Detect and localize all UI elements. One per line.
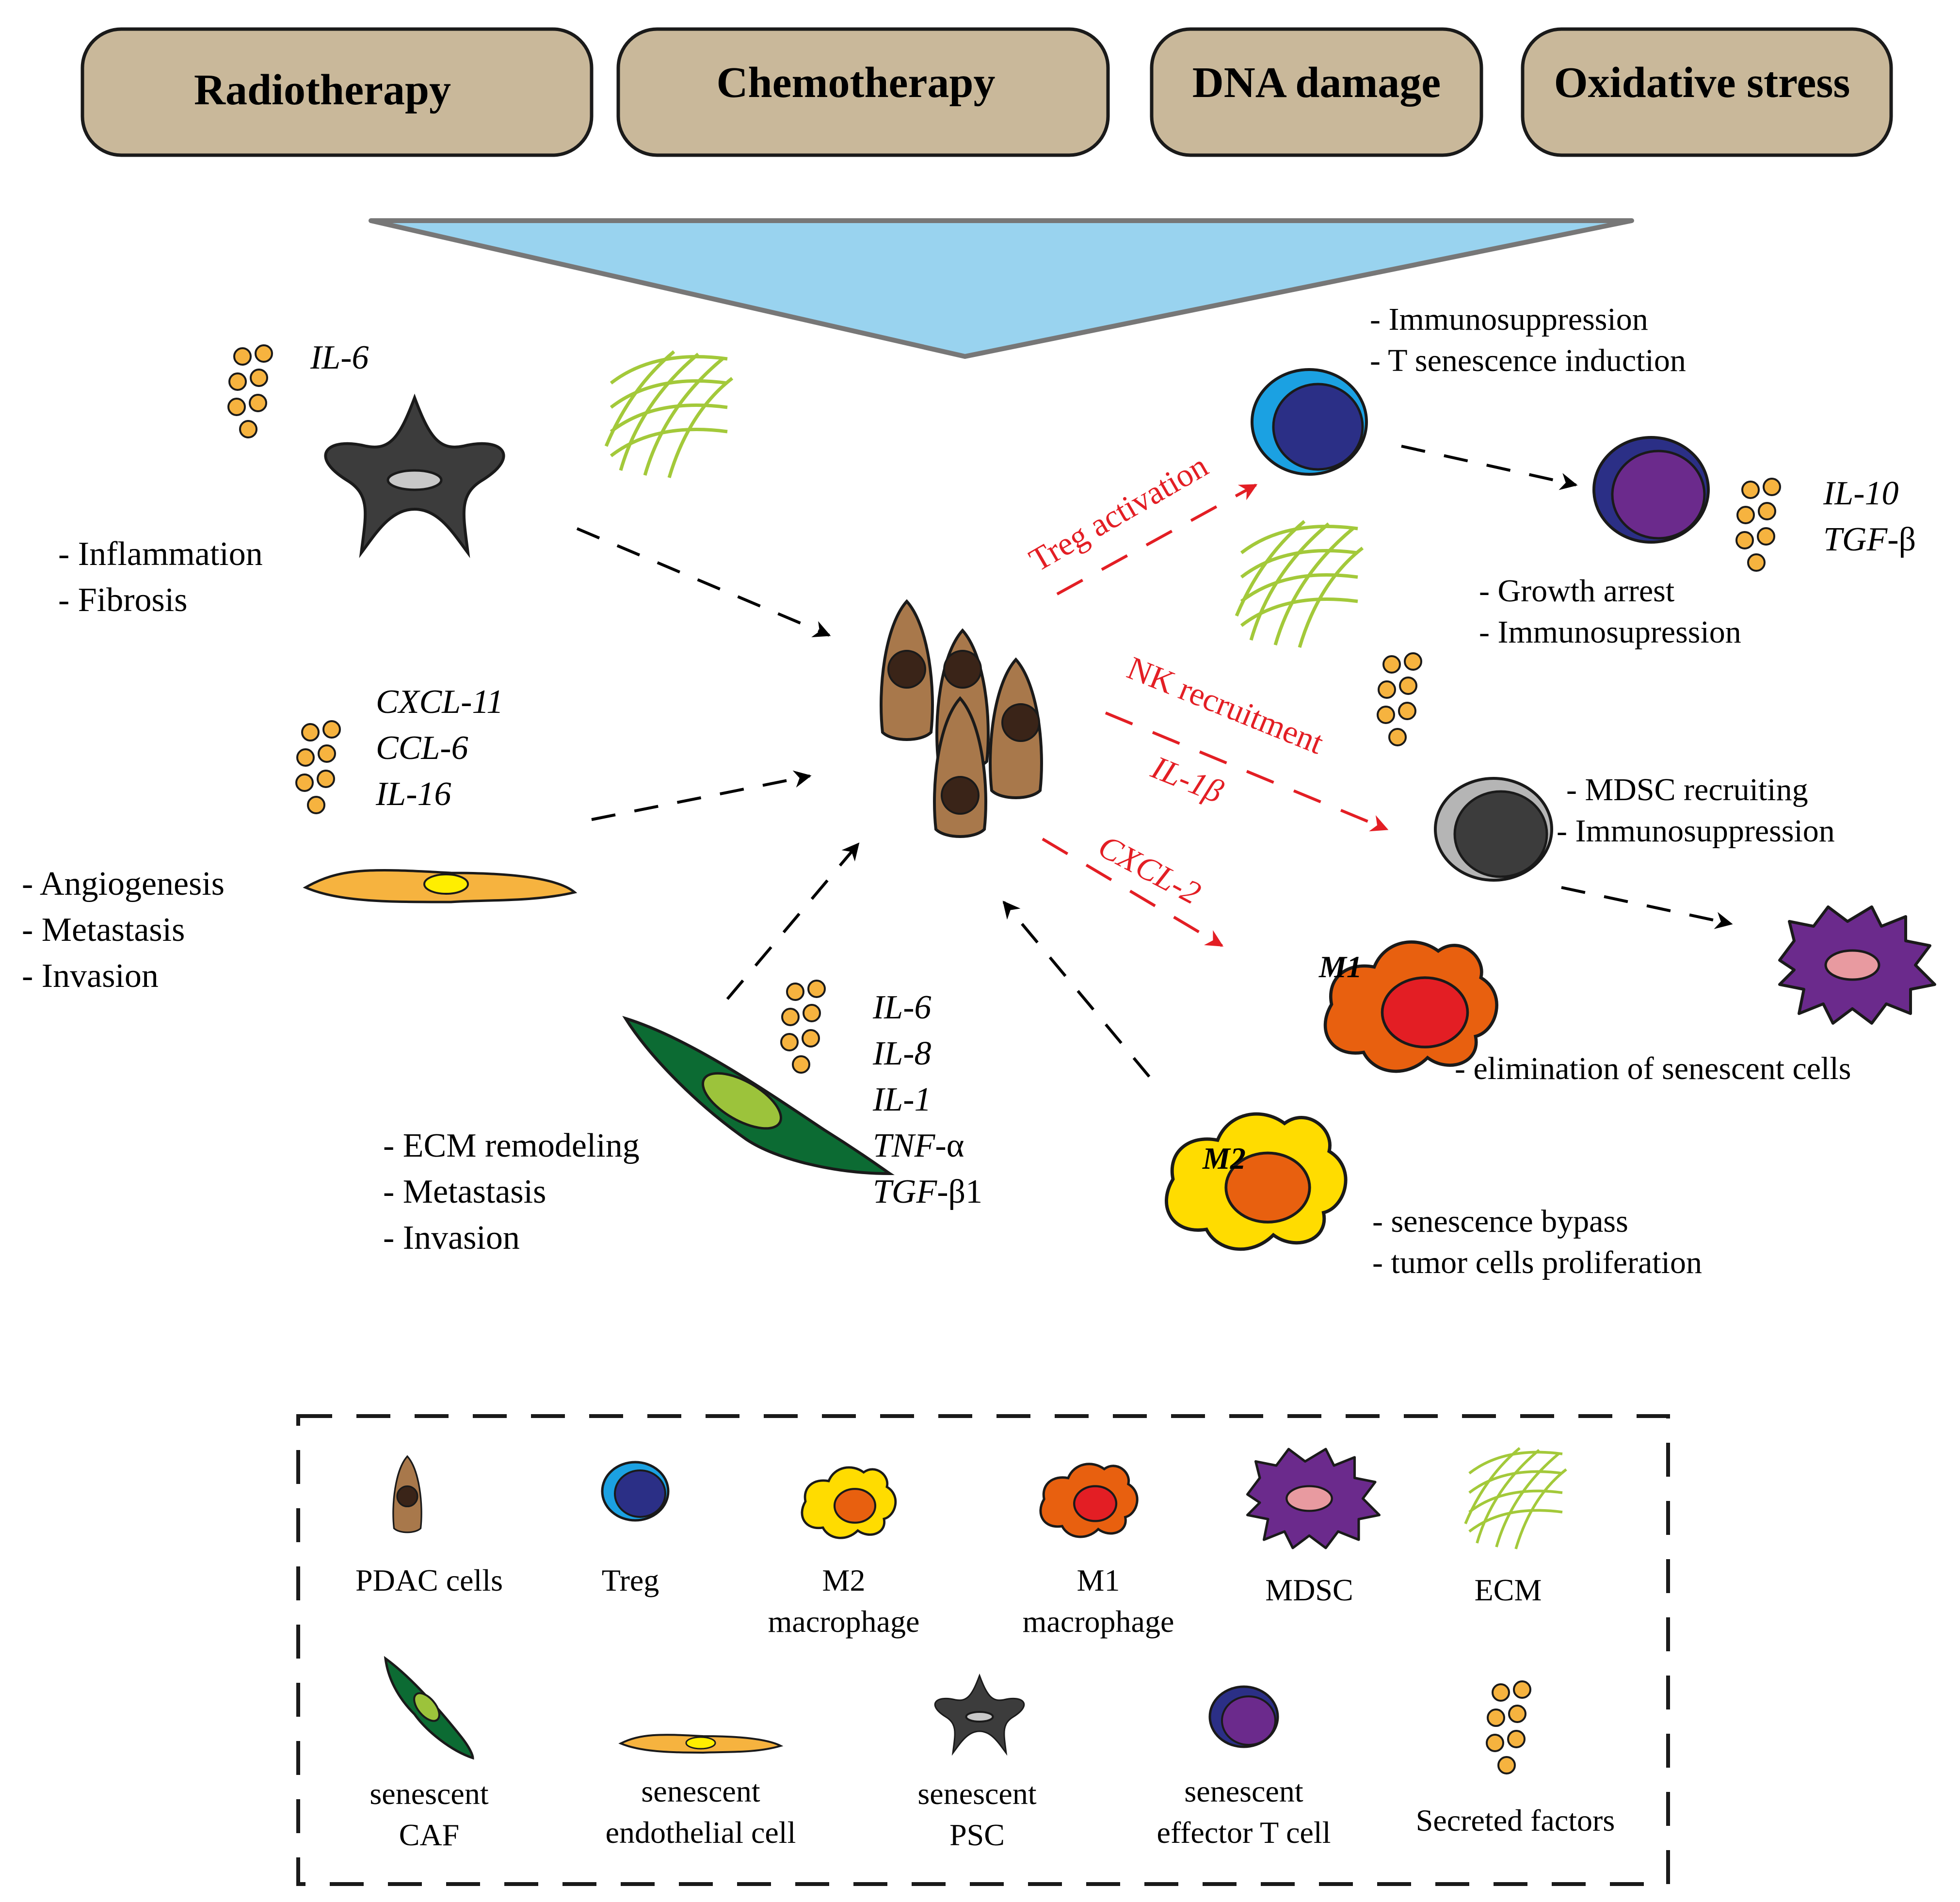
legend-treg-label: Treg (602, 1563, 659, 1597)
legend-box: PDAC cells Treg M2 macrophage M1 macroph… (296, 1414, 1670, 1886)
arrows-into-pdac (576, 527, 1151, 1078)
nk-secreted-factors-icon (1377, 652, 1422, 746)
ecm-fiber-icon-right (1237, 521, 1363, 647)
caf-factor-4: TNF-α (873, 1127, 964, 1164)
arrow-pdac-to-treg (1056, 484, 1258, 596)
stimulus-oxidative-stress-label: Oxidative stress (1554, 59, 1850, 107)
endothelial-effect-2: - Metastasis (22, 911, 185, 949)
endothelial-cell-icon (303, 869, 578, 903)
psc-factor-label: IL-6 (310, 339, 369, 376)
legend-psc-label-1: senescent (917, 1776, 1036, 1811)
endothelial-effect-3: - Invasion (22, 957, 159, 995)
effector-t-secreted-factors-icon (1735, 478, 1781, 572)
nk-recruitment-label: NK recruitment (1122, 649, 1329, 761)
caf-factor-5: TGF-β1 (873, 1173, 982, 1210)
legend-mdsc-icon (1248, 1449, 1380, 1548)
nk-effect-1: - MDSC recruiting (1566, 772, 1808, 807)
legend-ecm-icon (1465, 1448, 1566, 1549)
m2-label: M2 (1202, 1141, 1246, 1176)
m2-effect-2: - tumor cells proliferation (1372, 1245, 1702, 1280)
legend-mdsc-label: MDSC (1265, 1573, 1353, 1607)
legend-m2-icon (802, 1467, 896, 1538)
psc-star-cell-icon (325, 398, 503, 553)
endothelial-factor-2: CCL-6 (376, 729, 468, 767)
effector-t-effect-1: - Growth arrest (1479, 573, 1674, 609)
legend-secreted-factors-label: Secreted factors (1416, 1803, 1615, 1838)
pdac-cell-cluster-icon (881, 601, 1042, 837)
treg-effect-1: - Immunosuppression (1370, 302, 1648, 337)
stimulus-dna-damage-label: DNA damage (1192, 59, 1441, 107)
endothelial-factor-3: IL-16 (375, 775, 451, 813)
legend-treg-icon (601, 1461, 670, 1522)
arrow-treg-to-effector-t (1401, 445, 1578, 490)
endothelial-effect-1: - Angiogenesis (22, 865, 225, 903)
legend-m1-label-2: macrophage (1023, 1604, 1174, 1639)
legend-caf-label-1: senescent (370, 1776, 488, 1811)
legend-endothelial-icon (618, 1734, 784, 1754)
legend-caf-label-2: CAF (399, 1818, 460, 1852)
legend-endothelial-label-1: senescent (641, 1774, 760, 1808)
legend-effector-t-icon (1208, 1685, 1279, 1748)
arrow-endothelial-to-pdac (591, 770, 812, 821)
legend-effector-t-label-1: senescent (1184, 1774, 1303, 1808)
funnel-triangle (369, 218, 1634, 359)
nk-cell-icon (1434, 777, 1553, 882)
arrow-psc-to-pdac (576, 527, 831, 637)
legend-psc-icon (934, 1675, 1025, 1754)
arrow-caf-to-pdac (726, 842, 860, 1000)
ecm-fiber-icon-left (606, 352, 732, 478)
caf-secreted-factors-icon (780, 980, 826, 1074)
arrow-pdac-to-m1 (1042, 838, 1224, 947)
legend-pdac-icon (392, 1455, 422, 1533)
legend-psc-label-2: PSC (949, 1818, 1005, 1852)
stimulus-radiotherapy-label: Radiotherapy (194, 66, 451, 114)
caf-effect-1: - ECM remodeling (383, 1127, 640, 1164)
stimulus-dna-damage-box: DNA damage (1150, 27, 1483, 157)
legend-m2-label-2: macrophage (768, 1604, 920, 1639)
m1-macrophage-icon (1325, 942, 1497, 1071)
endothelial-factor-1: CXCL-11 (376, 683, 503, 721)
legend-m1-label-1: M1 (1077, 1563, 1120, 1597)
caf-factor-3: IL-1 (872, 1081, 932, 1118)
m2-macrophage-icon (1166, 1114, 1346, 1249)
effector-t-cell-icon (1592, 436, 1710, 544)
stimulus-radiotherapy-box: Radiotherapy (80, 27, 594, 157)
caf-effect-2: - Metastasis (383, 1173, 546, 1210)
legend-effector-t-label-2: effector T cell (1157, 1815, 1331, 1850)
endothelial-secreted-factors-icon (295, 720, 341, 814)
stimulus-oxidative-stress-box: Oxidative stress (1521, 27, 1893, 157)
treg-effect-2: - T senescence induction (1370, 343, 1686, 378)
caf-effect-3: - Invasion (383, 1219, 520, 1257)
arrow-m2-to-pdac (1002, 901, 1151, 1078)
stimulus-chemotherapy-label: Chemotherapy (717, 59, 996, 107)
red-arrows-from-pdac (1042, 484, 1389, 947)
effector-t-effect-2: - Immunosupression (1479, 614, 1741, 650)
legend-endothelial-label-2: endothelial cell (606, 1815, 796, 1850)
nk-effect-2: - Immunosuppression (1557, 813, 1835, 849)
m1-label: M1 (1318, 950, 1362, 984)
m2-effect-1: - senescence bypass (1372, 1204, 1628, 1239)
m1-effect-1: - elimination of senescent cells (1455, 1051, 1851, 1086)
cxcl2-label: CXCL-2 (1092, 827, 1207, 912)
caf-cell-icon (622, 1015, 895, 1176)
effector-t-factor-2: TGF-β (1823, 521, 1916, 558)
legend-m1-icon (1041, 1464, 1137, 1537)
effector-t-factor-1: IL-10 (1823, 475, 1899, 512)
legend-secreted-factors-icon (1486, 1680, 1531, 1774)
psc-effect-1: - Inflammation (58, 535, 263, 573)
legend-ecm-label: ECM (1475, 1573, 1542, 1607)
legend-caf-icon (384, 1656, 474, 1760)
mdsc-cell-icon (1780, 907, 1935, 1023)
treg-cell-icon (1251, 368, 1368, 476)
legend-pdac-label: PDAC cells (355, 1563, 503, 1597)
psc-secreted-factors-icon (227, 344, 273, 438)
psc-effect-2: - Fibrosis (58, 581, 187, 619)
stimulus-chemotherapy-box: Chemotherapy (616, 27, 1110, 157)
caf-factor-1: IL-6 (872, 989, 932, 1026)
arrow-nk-to-mdsc (1561, 886, 1733, 929)
legend-m2-label-1: M2 (822, 1563, 866, 1597)
caf-factor-2: IL-8 (872, 1035, 932, 1072)
